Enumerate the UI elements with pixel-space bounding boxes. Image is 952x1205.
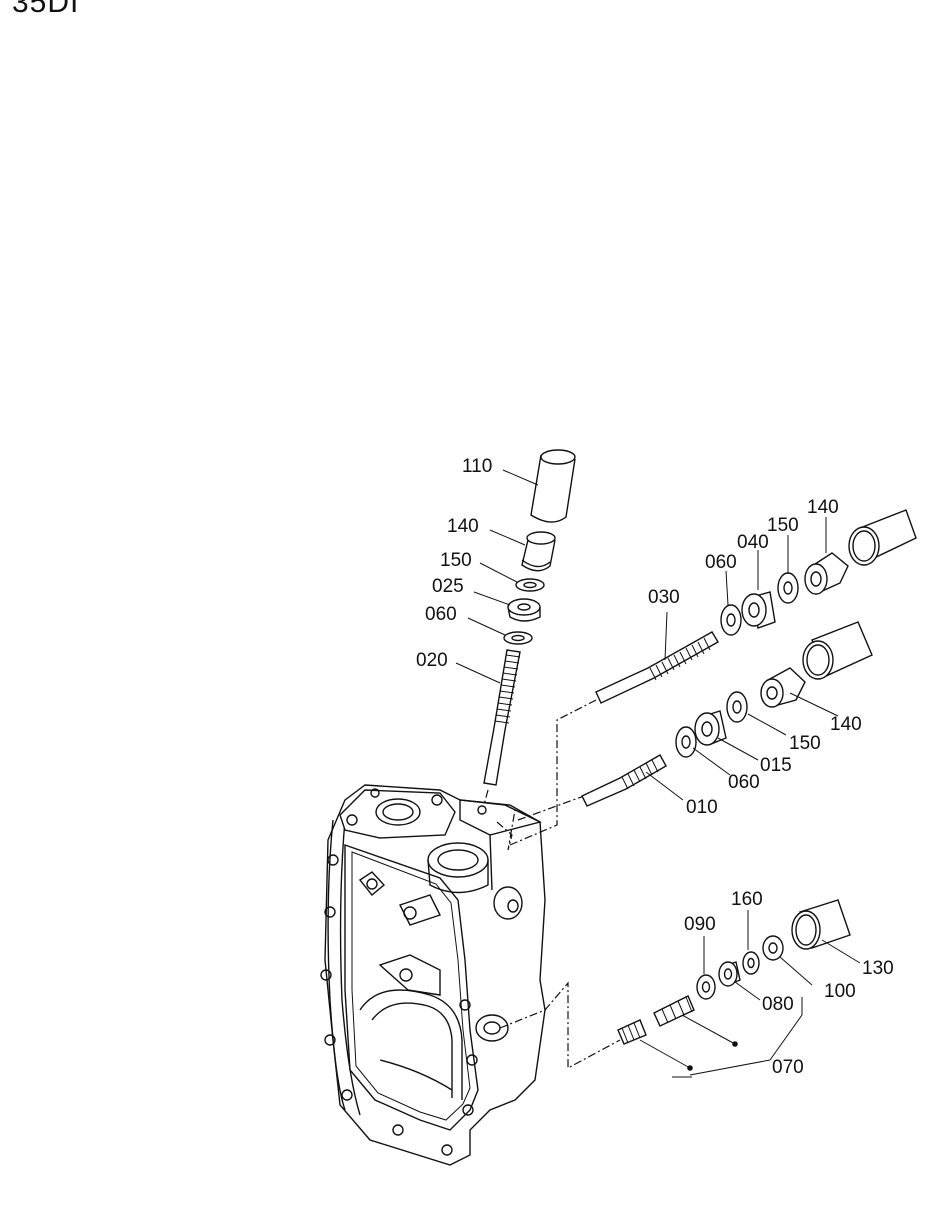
callout-070: 070 (772, 1057, 804, 1078)
part-070-springs (617, 995, 695, 1045)
part-150-low-washer (726, 691, 748, 723)
part-cap-lower (802, 621, 873, 680)
part-100-plug (762, 935, 784, 961)
part-090-washer (696, 974, 716, 1000)
leader-lines (455, 469, 861, 1078)
part-040-nut (741, 591, 776, 629)
callout-140-low: 140 (830, 714, 862, 735)
callout-150-top: 150 (440, 550, 472, 571)
callout-020: 020 (416, 650, 448, 671)
callout-140-top: 140 (447, 516, 479, 537)
callout-150-mid: 150 (767, 515, 799, 536)
part-025-nut (507, 598, 541, 622)
diagram-title: 35DI (12, 0, 80, 19)
callout-150-low: 150 (789, 733, 821, 754)
part-060-top-washer (503, 631, 533, 645)
part-020-stud (483, 649, 521, 786)
callout-160: 160 (731, 889, 763, 910)
part-cap-upper (848, 509, 917, 566)
part-140-low-plug (760, 667, 806, 708)
part-150-top-washer (515, 578, 545, 592)
part-010-stud (581, 754, 667, 807)
part-060-mid-washer (720, 604, 742, 636)
part-130-cap (791, 899, 851, 950)
part-140-top-plug (521, 531, 556, 572)
part-015-nut (694, 710, 727, 746)
part-150-mid-washer (777, 572, 799, 604)
part-160-washer (742, 951, 760, 975)
part-140-mid-plug (804, 552, 849, 595)
part-060-low-washer (675, 726, 697, 758)
valve-housing (320, 784, 546, 1166)
callout-100: 100 (824, 981, 856, 1002)
part-080-nut (718, 961, 741, 987)
callout-130: 130 (862, 958, 894, 979)
part-110-cap (530, 449, 576, 523)
callout-060-low: 060 (728, 772, 760, 793)
part-030-stud (595, 631, 719, 704)
callout-110: 110 (462, 456, 492, 477)
callout-080: 080 (762, 994, 794, 1015)
callout-060-top: 060 (425, 604, 457, 625)
assembly-centerlines (483, 697, 621, 1070)
callout-090: 090 (684, 914, 716, 935)
callout-025: 025 (432, 576, 464, 597)
callout-015: 015 (760, 755, 792, 776)
callout-010: 010 (686, 797, 718, 818)
callout-060-mid: 060 (705, 552, 737, 573)
callout-labels: 110 140 150 025 060 020 030 060 040 150 … (416, 456, 894, 1078)
callout-040: 040 (737, 532, 769, 553)
callout-140-mid: 140 (807, 497, 839, 518)
callout-030: 030 (648, 587, 680, 608)
